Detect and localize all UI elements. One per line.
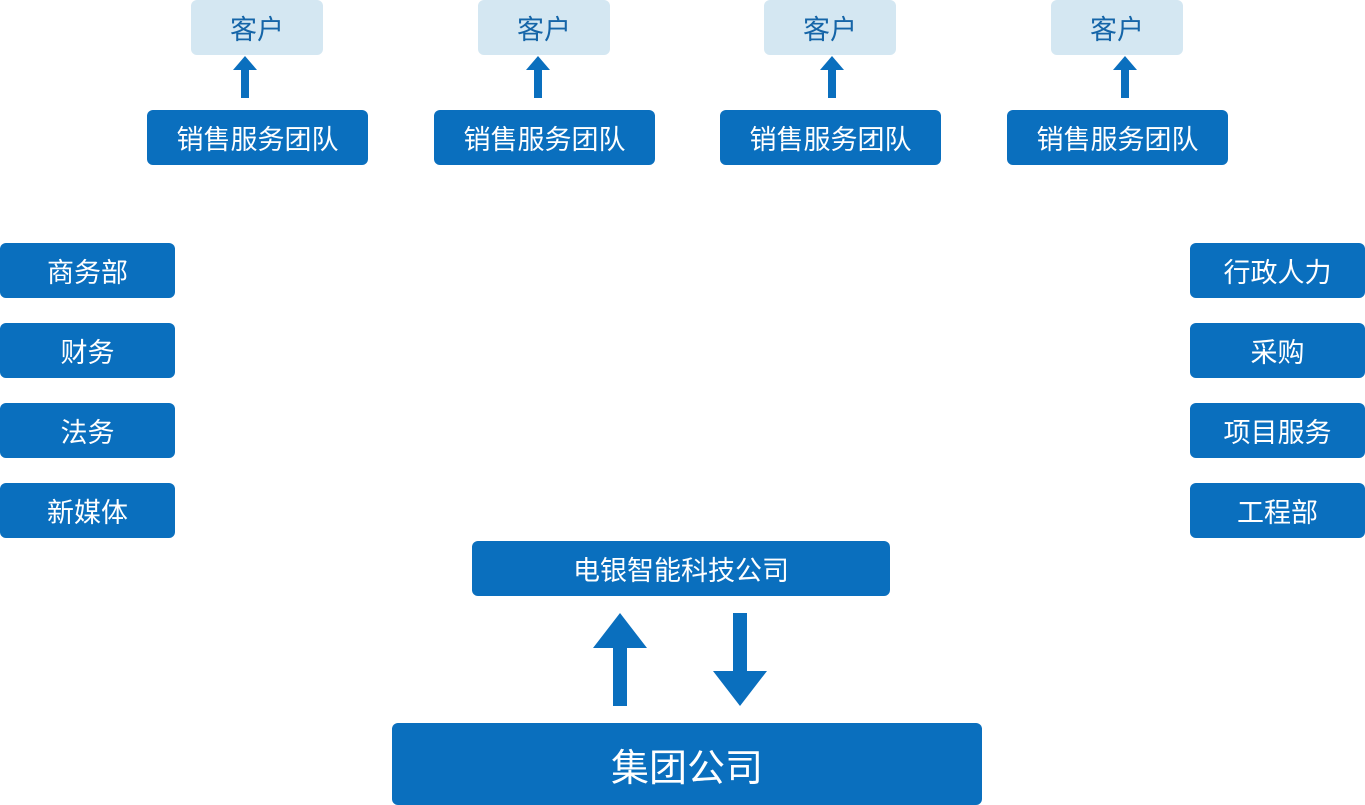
up-arrow-icon	[233, 56, 257, 98]
sales-team-label: 销售服务团队	[463, 125, 626, 156]
client-label: 客户	[803, 15, 857, 46]
sales-team-label: 销售服务团队	[1036, 125, 1199, 156]
department-project-service: 项目服务	[1190, 403, 1365, 458]
up-arrow-icon	[1113, 56, 1137, 98]
department-label: 项目服务	[1223, 418, 1332, 449]
up-arrow-icon	[820, 56, 844, 98]
up-arrow-icon	[593, 613, 647, 706]
department-legal: 法务	[0, 403, 175, 458]
department-finance: 财务	[0, 323, 175, 378]
sales-team-box-2: 销售服务团队	[434, 110, 655, 165]
client-box-3: 客户	[764, 0, 896, 55]
department-label: 工程部	[1237, 498, 1318, 529]
client-box-2: 客户	[478, 0, 610, 55]
middle-company-label: 电银智能科技公司	[573, 556, 789, 587]
department-business: 商务部	[0, 243, 175, 298]
down-arrow-icon	[713, 613, 767, 706]
department-procurement: 采购	[1190, 323, 1365, 378]
sales-team-label: 销售服务团队	[749, 125, 912, 156]
department-label: 商务部	[47, 258, 128, 289]
department-label: 财务	[60, 338, 115, 369]
group-company-box: 集团公司	[392, 723, 982, 805]
department-label: 法务	[60, 418, 115, 449]
sales-team-box-3: 销售服务团队	[720, 110, 941, 165]
department-engineering: 工程部	[1190, 483, 1365, 538]
client-box-4: 客户	[1051, 0, 1183, 55]
department-hr-admin: 行政人力	[1190, 243, 1365, 298]
client-label: 客户	[517, 15, 571, 46]
sales-team-box-4: 销售服务团队	[1007, 110, 1228, 165]
sales-team-label: 销售服务团队	[176, 125, 339, 156]
up-arrow-icon	[526, 56, 550, 98]
department-label: 行政人力	[1223, 258, 1332, 289]
client-label: 客户	[1090, 15, 1144, 46]
department-new-media: 新媒体	[0, 483, 175, 538]
department-label: 采购	[1250, 338, 1305, 369]
client-label: 客户	[230, 15, 284, 46]
group-company-label: 集团公司	[610, 745, 763, 790]
department-label: 新媒体	[47, 498, 128, 529]
client-box-1: 客户	[191, 0, 323, 55]
sales-team-box-1: 销售服务团队	[147, 110, 368, 165]
middle-company-box: 电银智能科技公司	[472, 541, 890, 596]
